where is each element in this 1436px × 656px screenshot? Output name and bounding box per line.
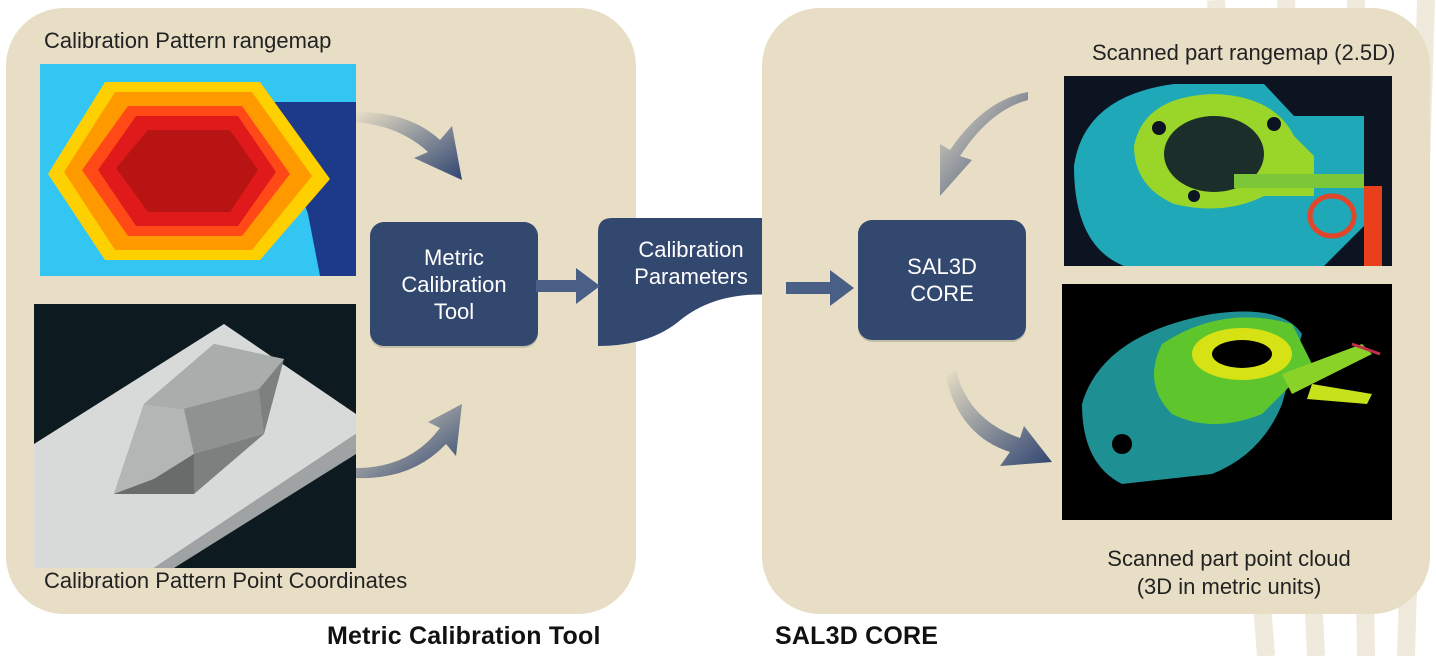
metric-calibration-tool-title: Metric Calibration Tool	[327, 622, 601, 650]
scanned-point-cloud-caption-line2: (3D in metric units)	[1136, 574, 1322, 599]
calibration-rangemap-caption: Calibration Pattern rangemap	[44, 28, 332, 53]
calibration-rangemap-image	[40, 64, 356, 276]
sal3d-core-title: SAL3D CORE	[775, 622, 939, 650]
scanned-point-cloud-image	[1062, 284, 1392, 520]
calibration-pattern-3d-image	[34, 304, 356, 568]
calibration-parameters-document	[598, 218, 784, 346]
scanned-point-cloud-caption-line1: Scanned part point cloud	[1107, 546, 1351, 571]
scanned-rangemap-image	[1064, 76, 1392, 266]
calibration-parameters-label: Calibration Parameters	[634, 237, 748, 289]
metric-calibration-tool-node: Metric Calibration Tool	[370, 222, 538, 346]
calibration-coordinates-caption: Calibration Pattern Point Coordinates	[44, 568, 408, 593]
metric-calibration-tool-label: Metric Calibration Tool	[401, 244, 507, 324]
scanned-rangemap-caption: Scanned part rangemap (2.5D)	[1092, 40, 1396, 65]
sal3d-core-node: SAL3D CORE	[858, 220, 1026, 340]
sal3d-core-label: SAL3D CORE	[907, 254, 977, 306]
